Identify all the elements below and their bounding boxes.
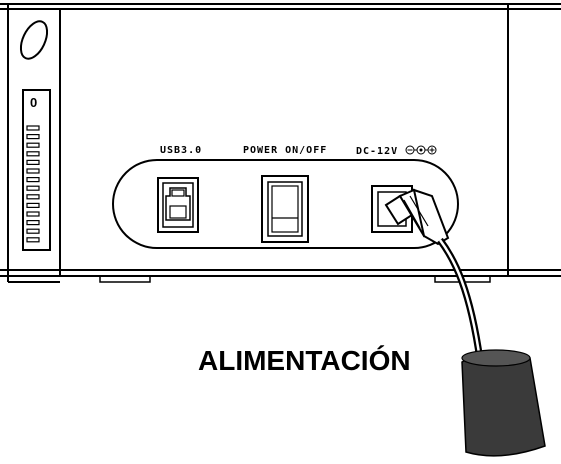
slot-indicator-panel bbox=[22, 89, 51, 251]
slot-indicator-tick bbox=[26, 177, 40, 183]
slot-indicator-tick bbox=[26, 228, 40, 234]
usb-port-label: USB3.0 bbox=[160, 145, 203, 156]
slot-indicator-tick bbox=[26, 125, 40, 131]
power-cable bbox=[437, 237, 484, 361]
slot-indicator-tick bbox=[26, 211, 40, 217]
slot-indicator-tick bbox=[26, 237, 40, 243]
power-callout-label: ALIMENTACIÓN bbox=[198, 345, 411, 376]
power-adapter bbox=[461, 349, 546, 457]
usb3-port bbox=[157, 177, 199, 233]
power-switch-label: POWER ON/OFF bbox=[243, 145, 328, 156]
port-panel bbox=[112, 159, 459, 249]
slot-indicator-tick bbox=[26, 220, 40, 226]
slot-indicator-tick bbox=[26, 194, 40, 200]
slot-indicator-tick bbox=[26, 185, 40, 191]
slot-number-label: 0 bbox=[30, 95, 38, 110]
center-positive-polarity-icon bbox=[405, 145, 437, 155]
slot-indicator-tick bbox=[26, 142, 40, 148]
slot-indicator-tick bbox=[26, 151, 40, 157]
slot-indicator-ticks bbox=[26, 125, 40, 243]
slot-indicator-tick bbox=[26, 134, 40, 140]
enclosure-body bbox=[0, 3, 561, 283]
slot-indicator-tick bbox=[26, 168, 40, 174]
slot-indicator-tick bbox=[26, 202, 40, 208]
dc-plug bbox=[384, 188, 450, 246]
slot-indicator-tick bbox=[26, 159, 40, 165]
power-switch bbox=[261, 175, 309, 243]
latch-oval bbox=[19, 20, 49, 60]
dc-input-label: DC-12V bbox=[356, 145, 437, 157]
